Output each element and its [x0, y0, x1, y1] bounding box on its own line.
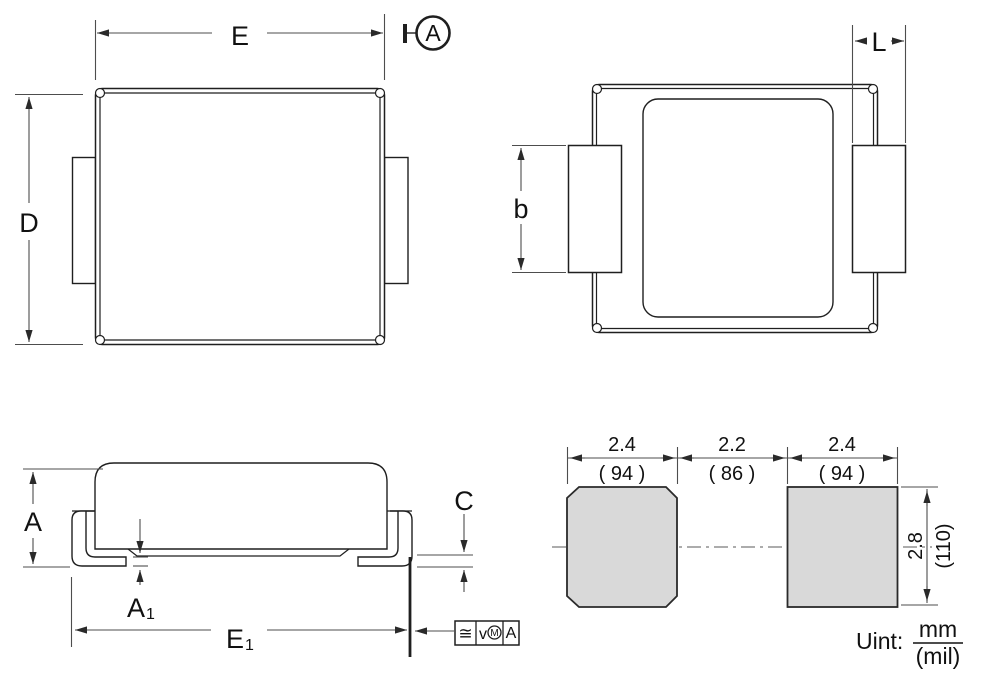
top-view: E A D: [15, 14, 451, 346]
dim-A1: [133, 519, 148, 585]
top-view-left-terminal: [71, 156, 97, 285]
dim-E1-label: E: [226, 624, 244, 654]
top-view-right-terminal: [383, 156, 409, 285]
dim-E: [94, 14, 386, 80]
bottom-view: b L: [512, 25, 907, 334]
unit-numerator: mm: [919, 616, 957, 642]
unit-note: Uint: mm (mil): [856, 616, 963, 669]
land-v-dim: [901, 486, 938, 606]
right-lead: [357, 510, 413, 567]
land-vdim-mm: 2.8: [905, 532, 927, 560]
dim-b-label: b: [513, 194, 528, 224]
corner-chamfer: [94, 334, 106, 346]
side-view: A A 1 C E 1: [23, 462, 520, 657]
fcf-symbol: ≅: [458, 624, 472, 644]
dim-D: [15, 93, 83, 346]
fcf-modifier-circle: [487, 625, 502, 640]
bottom-view-cavity: [642, 98, 834, 318]
land-pattern: 2.4 2.2 2.4 ( 94 ) ( 86 ) ( 94 ) 2.8 (11…: [552, 434, 963, 669]
dim-E1: [70, 557, 412, 657]
land-pad-left: [566, 486, 678, 608]
land-dim-mm: 2.2: [718, 434, 746, 456]
dim-A: [23, 468, 103, 568]
unit-denominator: (mil): [916, 643, 961, 669]
corner-chamfer: [374, 87, 386, 99]
dim-D-label: D: [19, 208, 39, 238]
datum-A-flag: A: [403, 15, 451, 51]
dim-A-label: A: [24, 507, 42, 537]
fcf-tolerance: v: [479, 626, 487, 643]
feature-control-frame: ≅ v M A: [415, 620, 520, 646]
bottom-view-left-terminal: [567, 144, 623, 274]
corner-chamfer: [374, 334, 386, 346]
dim-L-label: L: [871, 27, 886, 57]
corner-chamfer: [591, 83, 603, 95]
land-dim-mil: ( 86 ): [709, 463, 756, 485]
side-view-body: [94, 462, 388, 550]
left-lead: [71, 510, 127, 567]
corner-chamfer: [591, 322, 603, 334]
land-pad-right: [786, 486, 899, 608]
dim-A1-label: A: [127, 593, 145, 623]
land-dim-mil: ( 94 ): [599, 463, 646, 485]
dim-E1-sub: 1: [245, 637, 254, 654]
dim-b: [512, 144, 566, 274]
dim-E-label: E: [231, 21, 249, 51]
top-view-body-outer: [94, 87, 386, 346]
datum-circle: [415, 15, 451, 51]
bottom-view-right-terminal: [851, 144, 907, 274]
fcf-modifier: M: [490, 628, 498, 639]
fcf-datum: A: [506, 625, 517, 642]
land-vdim-mil: (110): [933, 523, 955, 568]
corner-chamfer: [867, 322, 879, 334]
unit-label: Uint:: [856, 628, 903, 654]
land-dim-mm: 2.4: [828, 434, 856, 456]
corner-chamfer: [94, 87, 106, 99]
corner-chamfer: [867, 83, 879, 95]
top-view-body-inner: [99, 92, 381, 341]
land-dim-mil: ( 94 ): [819, 463, 866, 485]
body-bottom-pedestal: [127, 548, 350, 557]
dim-L: [851, 25, 907, 143]
dim-A1-sub: 1: [146, 606, 155, 623]
datum-A-label: A: [425, 20, 441, 46]
land-h-dims: [566, 447, 899, 484]
dim-C-label: C: [454, 486, 474, 516]
land-dim-mm: 2.4: [608, 434, 636, 456]
dim-C: [417, 514, 473, 592]
